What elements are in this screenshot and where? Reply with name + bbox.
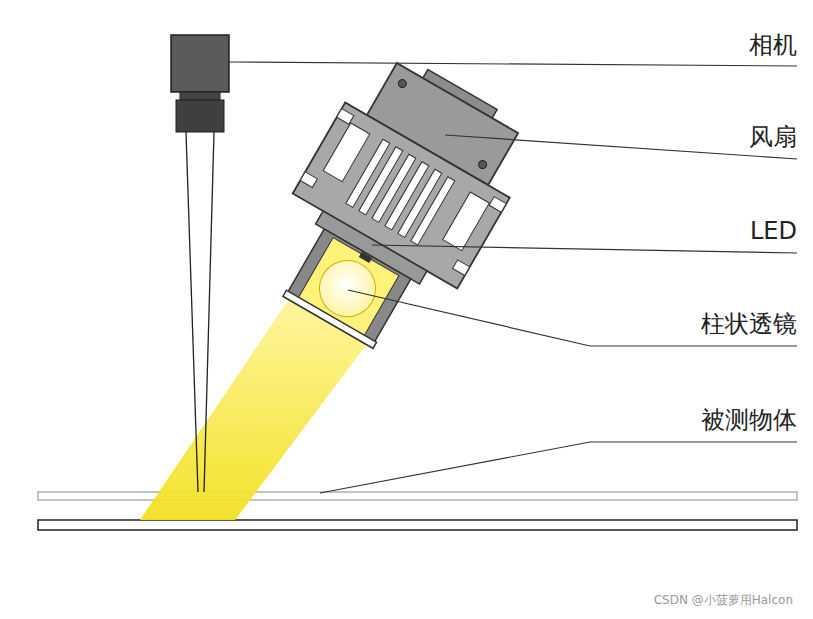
object-base-plate [38, 520, 797, 530]
camera-ring [180, 92, 220, 100]
fin [411, 177, 455, 245]
leader-line [348, 290, 797, 346]
leader-line [229, 62, 797, 66]
camera-view-line [186, 132, 198, 492]
camera-lens [176, 100, 224, 132]
object-top-plate [38, 492, 797, 500]
part-label: 相机 [749, 32, 797, 60]
leader-line [445, 135, 797, 159]
leader-line [372, 245, 797, 253]
leader-line [320, 442, 797, 493]
part-label: 柱状透镜 [701, 311, 797, 339]
led [359, 252, 372, 263]
light-beam [140, 296, 369, 520]
part-label: 风扇 [749, 124, 797, 152]
light-housing [246, 42, 545, 370]
part-label: 被测物体 [701, 407, 797, 435]
camera-view-line [204, 132, 214, 492]
camera-body [171, 35, 229, 92]
watermark: CSDN @小菠萝用Halcon [654, 594, 793, 608]
part-label: LED [750, 218, 797, 246]
